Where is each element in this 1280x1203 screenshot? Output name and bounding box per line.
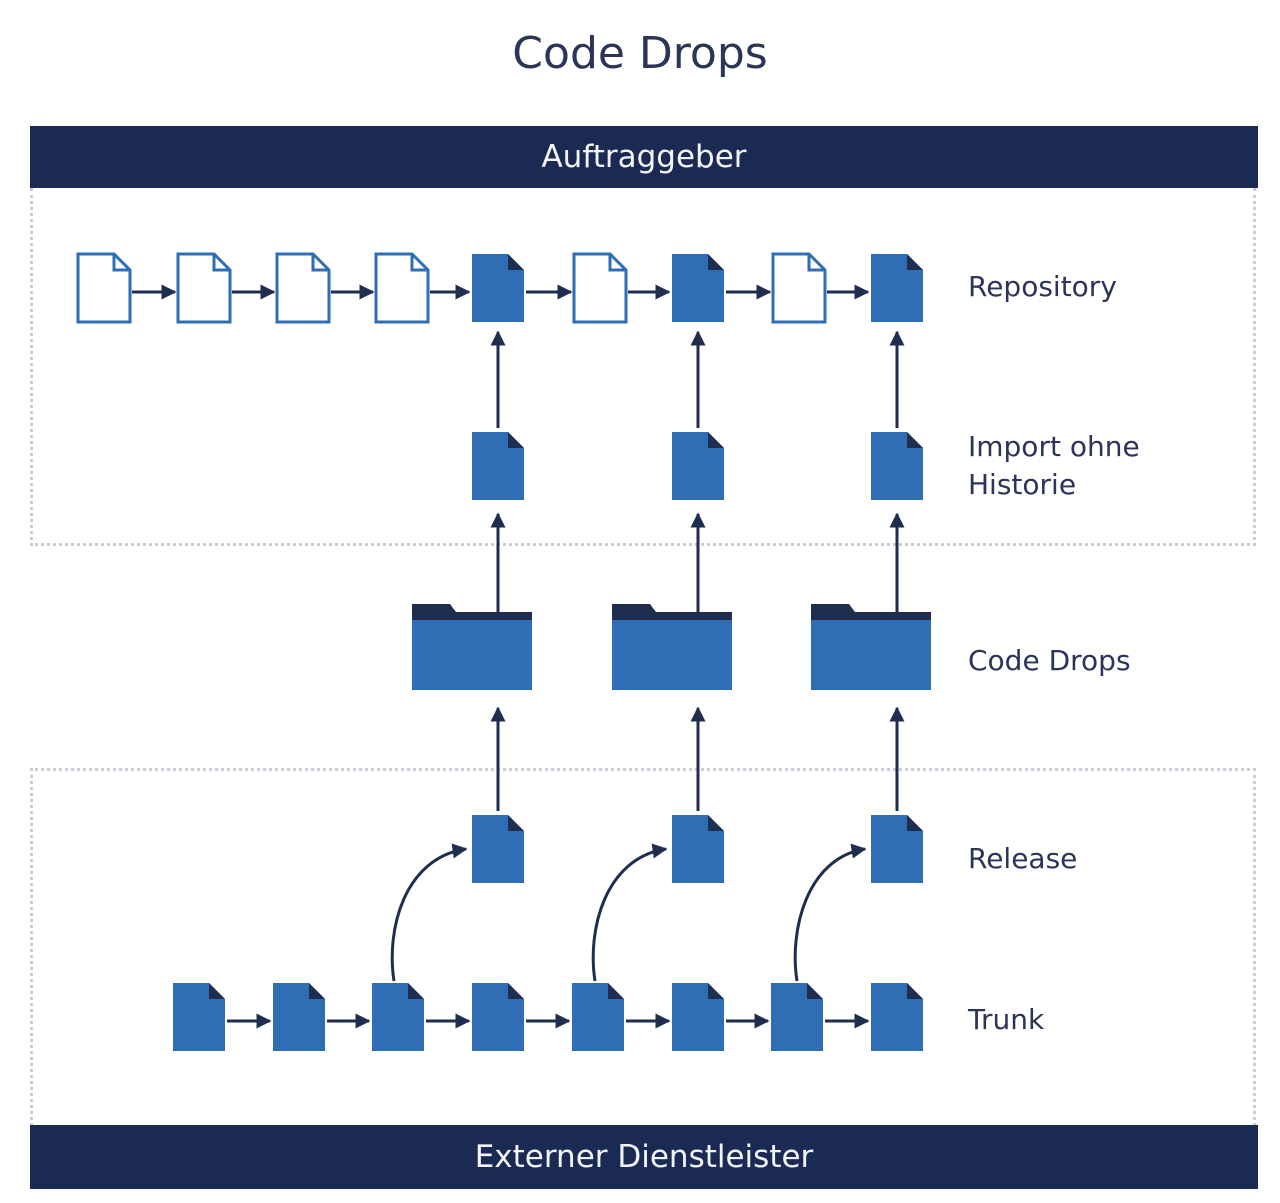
trunk-commit-fold bbox=[807, 983, 823, 999]
code-drop-folder bbox=[612, 620, 732, 690]
trunk-commit bbox=[672, 983, 724, 1051]
import-document bbox=[472, 432, 524, 500]
row-label-trunk: Trunk bbox=[968, 1003, 1045, 1036]
diagram-title: Code Drops bbox=[512, 28, 768, 79]
trunk-commit bbox=[871, 983, 923, 1051]
import-document-fold bbox=[708, 432, 724, 448]
row-label-import-line2: Historie bbox=[968, 468, 1077, 501]
trunk-commit bbox=[372, 983, 424, 1051]
release-document-fold bbox=[508, 815, 524, 831]
trunk-commit bbox=[472, 983, 524, 1051]
repository-commit bbox=[374, 252, 430, 324]
trunk-commit-fold bbox=[408, 983, 424, 999]
repository-commit-fold bbox=[508, 254, 524, 270]
repository-commit bbox=[472, 254, 524, 322]
vendor-band: Externer Dienstleister bbox=[30, 1125, 1258, 1189]
row-label-import-line1: Import ohne bbox=[968, 430, 1140, 463]
trunk-commit-fold bbox=[907, 983, 923, 999]
repository-commit bbox=[771, 252, 827, 324]
release-document-fold bbox=[708, 815, 724, 831]
import-document bbox=[871, 432, 923, 500]
trunk-commit bbox=[771, 983, 823, 1051]
repository-commit-fold bbox=[112, 254, 130, 272]
trunk-commit-fold bbox=[209, 983, 225, 999]
vendor-zone bbox=[30, 768, 1256, 1126]
repository-commit bbox=[76, 252, 132, 324]
repository-commit-fold bbox=[212, 254, 230, 272]
repository-commit-fold bbox=[907, 254, 923, 270]
row-label-code-drops: Code Drops bbox=[968, 644, 1131, 677]
trunk-commit bbox=[572, 983, 624, 1051]
trunk-commit bbox=[173, 983, 225, 1051]
code-drop-folder bbox=[811, 620, 931, 690]
repository-commit-fold bbox=[311, 254, 329, 272]
repository-commit bbox=[572, 252, 628, 324]
row-label-release: Release bbox=[968, 842, 1078, 875]
repository-commit bbox=[275, 252, 331, 324]
code-drop-folder-tab bbox=[612, 604, 732, 620]
branch-arrow bbox=[390, 843, 468, 982]
client-zone bbox=[30, 188, 1256, 546]
trunk-commit-fold bbox=[508, 983, 524, 999]
release-document bbox=[472, 815, 524, 883]
release-document-fold bbox=[907, 815, 923, 831]
client-band: Auftraggeber bbox=[30, 126, 1258, 188]
code-drop-folder bbox=[412, 620, 532, 690]
trunk-commit bbox=[273, 983, 325, 1051]
trunk-commit-fold bbox=[708, 983, 724, 999]
repository-commit-fold bbox=[708, 254, 724, 270]
code-drop-folder-tab bbox=[811, 604, 931, 620]
repository-commit-fold bbox=[410, 254, 428, 272]
repository-commit-fold bbox=[608, 254, 626, 272]
repository-commit bbox=[176, 252, 232, 324]
repository-commit bbox=[871, 254, 923, 322]
row-label-repository: Repository bbox=[968, 270, 1117, 303]
branch-arrow bbox=[793, 843, 867, 982]
import-document-fold bbox=[907, 432, 923, 448]
branch-arrow bbox=[591, 843, 668, 982]
trunk-commit-fold bbox=[309, 983, 325, 999]
release-document bbox=[672, 815, 724, 883]
release-document bbox=[871, 815, 923, 883]
trunk-commit-fold bbox=[608, 983, 624, 999]
repository-commit-fold bbox=[807, 254, 825, 272]
code-drop-folder-tab bbox=[412, 604, 532, 620]
import-document bbox=[672, 432, 724, 500]
import-document-fold bbox=[508, 432, 524, 448]
repository-commit bbox=[672, 254, 724, 322]
